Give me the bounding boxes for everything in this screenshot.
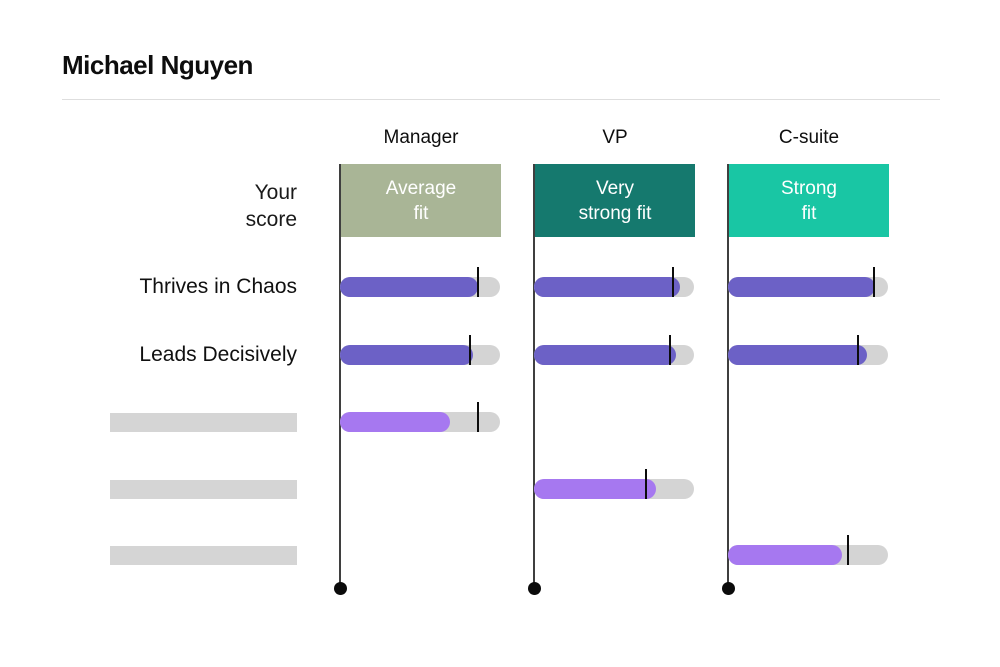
benchmark-tick [477,267,479,297]
score-bar-light [728,545,842,565]
fit-badge-manager: Average fit [341,164,501,237]
axis-line-manager [339,164,341,588]
page-title: Michael Nguyen [62,50,253,80]
redacted-row-label [110,546,297,565]
benchmark-tick [857,335,859,365]
axis-line-c-suite [727,164,729,588]
benchmark-tick [847,535,849,565]
fit-badge-vp: Very strong fit [535,164,695,237]
score-bar-dark [340,277,478,297]
score-bar-dark [534,345,676,365]
benchmark-tick [873,267,875,297]
score-bar-light [534,479,656,499]
axis-line-vp [533,164,535,588]
redacted-row-label [110,413,297,432]
axis-endpoint-dot [527,581,541,595]
column-header-manager: Manager [383,127,459,148]
score-bar-dark [340,345,473,365]
title-divider [62,99,940,100]
score-bar-dark [534,277,680,297]
score-bar-dark [728,345,867,365]
score-bar-dark [728,277,875,297]
your-score-label: Your score [245,181,297,231]
benchmark-tick [669,335,671,365]
column-header-vp: VP [602,127,628,148]
fit-badge-csuite: Strong fit [729,164,889,237]
column-header-csuite: C-suite [778,127,840,148]
axis-endpoint-dot [721,581,735,595]
score-bar-light [340,412,450,432]
benchmark-tick [645,469,647,499]
benchmark-tick [672,267,674,297]
row-label-thrives-in-chaos: Thrives in Chaos [139,275,297,298]
benchmark-tick [477,402,479,432]
axis-endpoint-dot [333,581,347,595]
row-label-leads-decisively: Leads Decisively [139,343,297,366]
redacted-row-label [110,480,297,499]
benchmark-tick [469,335,471,365]
